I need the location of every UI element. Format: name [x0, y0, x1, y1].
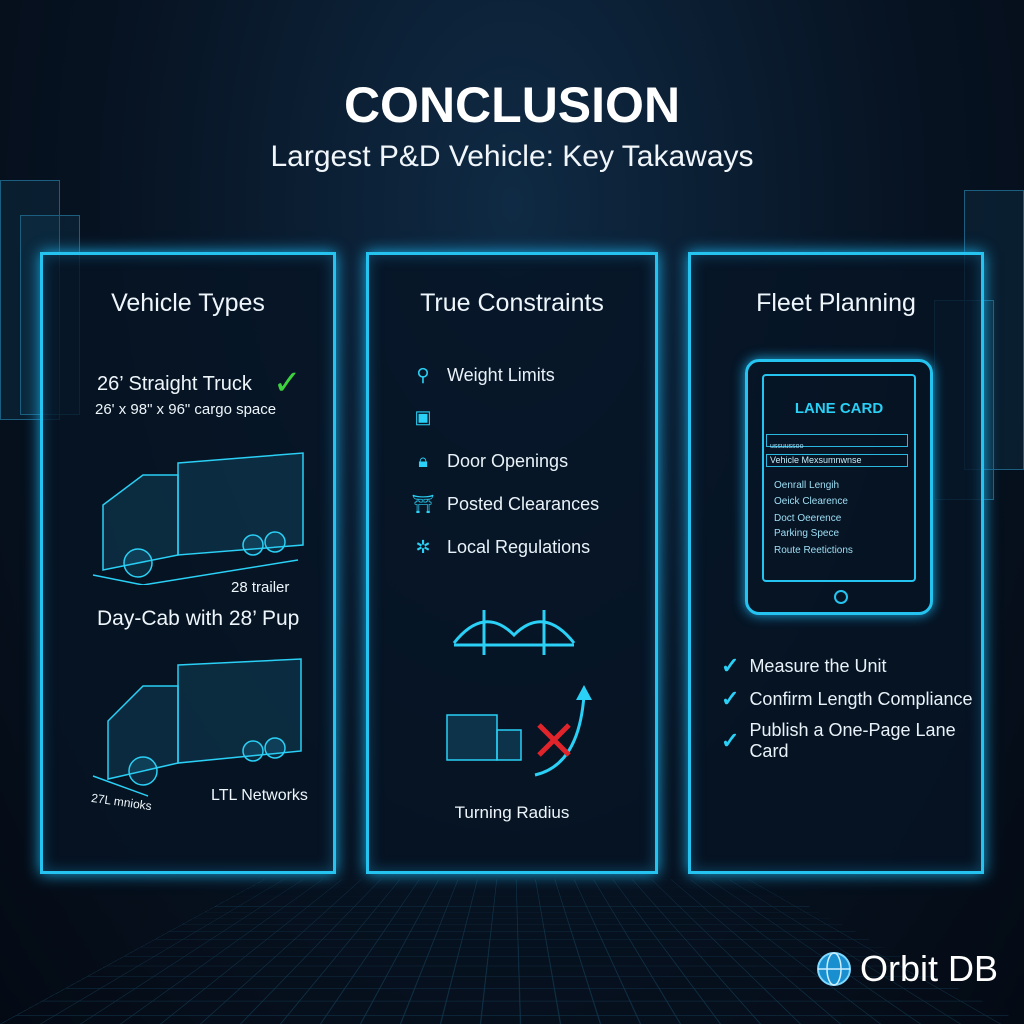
panel-heading: Fleet Planning	[756, 289, 916, 317]
lane-card-field: ussuussoo	[766, 434, 908, 450]
checklist-item: ✓ Measure the Unit	[721, 653, 887, 679]
map-icon: ✲	[415, 537, 431, 557]
straight-truck-icon	[92, 452, 304, 585]
check-icon: ✓	[273, 364, 302, 402]
brand-logo: Orbit DB	[816, 948, 998, 990]
true-constraints-panel: True Constraints ⚲ Weight Limits ▣ 🔒︎ Door…	[366, 252, 658, 874]
truck2-label: LTL Networks	[211, 787, 308, 804]
turning-radius-label: Turning Radius	[454, 803, 570, 822]
turning-radius-icon	[446, 685, 592, 777]
cross-icon	[537, 723, 571, 757]
day-cab-truck-icon	[92, 658, 302, 797]
scale-icon: ⚲	[416, 365, 430, 385]
constraint-label: Weight Limits	[447, 365, 555, 385]
gate-icon: ⛩︎	[411, 494, 435, 514]
truck1-dimension: 28 trailer	[231, 579, 290, 596]
check-icon: ✓	[721, 653, 740, 678]
check-icon: ✓	[721, 728, 740, 753]
lane-card-field: Vehicle Mexsumnwnse	[766, 454, 908, 467]
page-subtitle: Largest P&D Vehicle: Key Takaways	[270, 140, 754, 173]
constraint-item: 🔒︎ Door Openings	[413, 451, 568, 472]
checklist-item: ✓ Publish a One-Page Lane Card	[721, 720, 981, 762]
lock-icon: 🔒︎	[418, 451, 428, 471]
lane-card-item: Doct Oeerence	[774, 513, 842, 524]
constraint-label: Door Openings	[447, 451, 569, 471]
vehicle-types-panel: Vehicle Types 26’ Straight Truck ✓ 26' x…	[40, 252, 336, 874]
checklist-item: ✓ Confirm Length Compliance	[721, 686, 973, 712]
globe-icon	[816, 952, 851, 986]
lane-card-title: LANE CARD	[794, 400, 884, 417]
lane-card-item: Oenrall Lengih	[774, 480, 840, 491]
lane-card-item: Oeick Clearence	[774, 496, 848, 507]
constraint-item: ⛩︎ Posted Clearances	[411, 494, 600, 515]
lane-card-item: Parking Spece	[774, 528, 840, 539]
checklist-label: Publish a One-Page Lane Card	[749, 720, 956, 761]
brand-name: Orbit DB	[859, 948, 998, 989]
fleet-planning-panel: Fleet Planning LANE CARD ussuussoo Vehic…	[688, 252, 984, 874]
constraint-item: ✲ Local Regulations	[413, 537, 590, 558]
home-button	[834, 590, 848, 604]
check-icon: ✓	[721, 686, 740, 711]
lane-card-item: Route Reetictions	[774, 545, 853, 556]
constraint-label: Posted Clearances	[447, 494, 600, 514]
panel-heading: True Constraints	[420, 289, 604, 317]
gauge-icon: ▣	[414, 406, 432, 427]
checklist-label: Measure the Unit	[749, 655, 887, 676]
constraint-item: ⚲ Weight Limits	[413, 365, 555, 386]
constraint-label: Local Regulations	[447, 537, 591, 557]
constraint-item: ▣	[413, 407, 447, 427]
bridge-icon	[452, 610, 576, 655]
panel-heading: Vehicle Types	[111, 289, 265, 317]
checklist-label: Confirm Length Compliance	[749, 688, 973, 709]
truck1-title: 26’ Straight Truck	[97, 373, 252, 395]
truck2-title: Day-Cab with 28’ Pup	[97, 607, 300, 630]
page-title: CONCLUSION	[343, 77, 681, 133]
lane-card-tablet: LANE CARD ussuussoo Vehicle Mexsumnwnse …	[745, 359, 933, 615]
truck1-spec: 26' x 98" x 96" cargo space	[95, 401, 277, 418]
